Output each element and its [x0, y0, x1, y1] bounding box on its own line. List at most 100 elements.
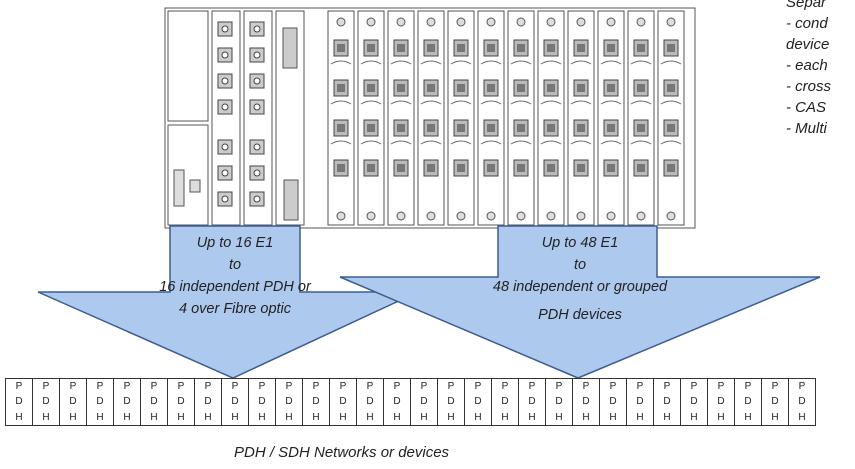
pdh-letter: H — [636, 411, 644, 423]
pdh-letter: D — [231, 396, 239, 408]
pdh-letter: P — [42, 381, 50, 393]
side-note: - cross — [786, 78, 831, 95]
pdh-letter: P — [582, 381, 590, 393]
pdh-letter: D — [366, 396, 374, 408]
pdh-letter: P — [609, 381, 617, 393]
pdh-letter: P — [717, 381, 725, 393]
pdh-letter: H — [447, 411, 455, 423]
pdh-letter: D — [447, 396, 455, 408]
pdh-letter: P — [339, 381, 347, 393]
pdh-letter: H — [582, 411, 590, 423]
pdh-letter: H — [312, 411, 320, 423]
pdh-letter: D — [96, 396, 104, 408]
pdh-letter: D — [339, 396, 347, 408]
pdh-letter: D — [15, 396, 23, 408]
pdh-letter: H — [15, 411, 23, 423]
pdh-letter: D — [420, 396, 428, 408]
pdh-letter: D — [42, 396, 50, 408]
right-arrow-label: Up to 48 E1 to 48 independent or grouped… — [460, 232, 700, 326]
pdh-letter: P — [258, 381, 266, 393]
pdh-letter: P — [528, 381, 536, 393]
left-port-panel — [173, 169, 201, 207]
pdh-letter: P — [447, 381, 455, 393]
pdh-letter: H — [231, 411, 239, 423]
pdh-letter: H — [555, 411, 563, 423]
pdh-letter: D — [393, 396, 401, 408]
pdh-letter: P — [15, 381, 23, 393]
e1-interface-cards — [327, 10, 685, 226]
pdh-letter: P — [177, 381, 185, 393]
pdh-letter: D — [150, 396, 158, 408]
pdh-letter: D — [204, 396, 212, 408]
pdh-letter: P — [501, 381, 509, 393]
pdh-letter: D — [528, 396, 536, 408]
right-distribution-arrow — [339, 225, 821, 379]
pdh-letter: H — [204, 411, 212, 423]
pdh-letter: D — [690, 396, 698, 408]
pdh-letter: P — [636, 381, 644, 393]
pdh-letter: H — [744, 411, 752, 423]
pdh-letter: H — [339, 411, 347, 423]
pdh-letter: D — [258, 396, 266, 408]
pdh-letter: H — [528, 411, 536, 423]
pdh-letter: H — [42, 411, 50, 423]
pdh-letter: D — [555, 396, 563, 408]
pdh-letter: H — [609, 411, 617, 423]
pdh-letter: P — [123, 381, 131, 393]
side-note: Separ — [786, 0, 827, 11]
pdh-letter: P — [474, 381, 482, 393]
left-arrow-line: 4 over Fibre optic — [178, 301, 292, 317]
pdh-letter: P — [366, 381, 374, 393]
pdh-letter: H — [258, 411, 266, 423]
right-arrow-line: Up to 48 E1 — [541, 235, 619, 251]
pdh-letter: D — [69, 396, 77, 408]
side-note: - Multi — [786, 120, 827, 137]
pdh-letter: D — [501, 396, 509, 408]
pdh-letter: H — [393, 411, 401, 423]
pdh-letter: H — [663, 411, 671, 423]
pdh-letter: H — [501, 411, 509, 423]
pdh-letter: H — [96, 411, 104, 423]
pdh-letter: H — [690, 411, 698, 423]
pdh-letter: P — [744, 381, 752, 393]
pdh-letter: P — [555, 381, 563, 393]
pdh-letter: H — [69, 411, 77, 423]
pdh-letter: P — [204, 381, 212, 393]
pdh-letter: P — [285, 381, 293, 393]
pdh-letter: H — [771, 411, 779, 423]
pdh-letter: D — [582, 396, 590, 408]
left-arrow-line: Up to 16 E1 — [196, 235, 274, 251]
network-caption: PDH / SDH Networks or devices — [234, 444, 450, 461]
pdh-letter: P — [150, 381, 158, 393]
side-note: - cond — [786, 15, 828, 32]
left-distribution-arrow — [37, 225, 419, 379]
side-note: - CAS — [786, 99, 827, 116]
side-note: - each — [786, 57, 828, 74]
left-arrow-line: to — [228, 257, 242, 273]
pdh-letter: D — [312, 396, 320, 408]
pdh-letter: D — [177, 396, 185, 408]
pdh-letter: P — [771, 381, 779, 393]
chassis-rack — [164, 7, 696, 229]
